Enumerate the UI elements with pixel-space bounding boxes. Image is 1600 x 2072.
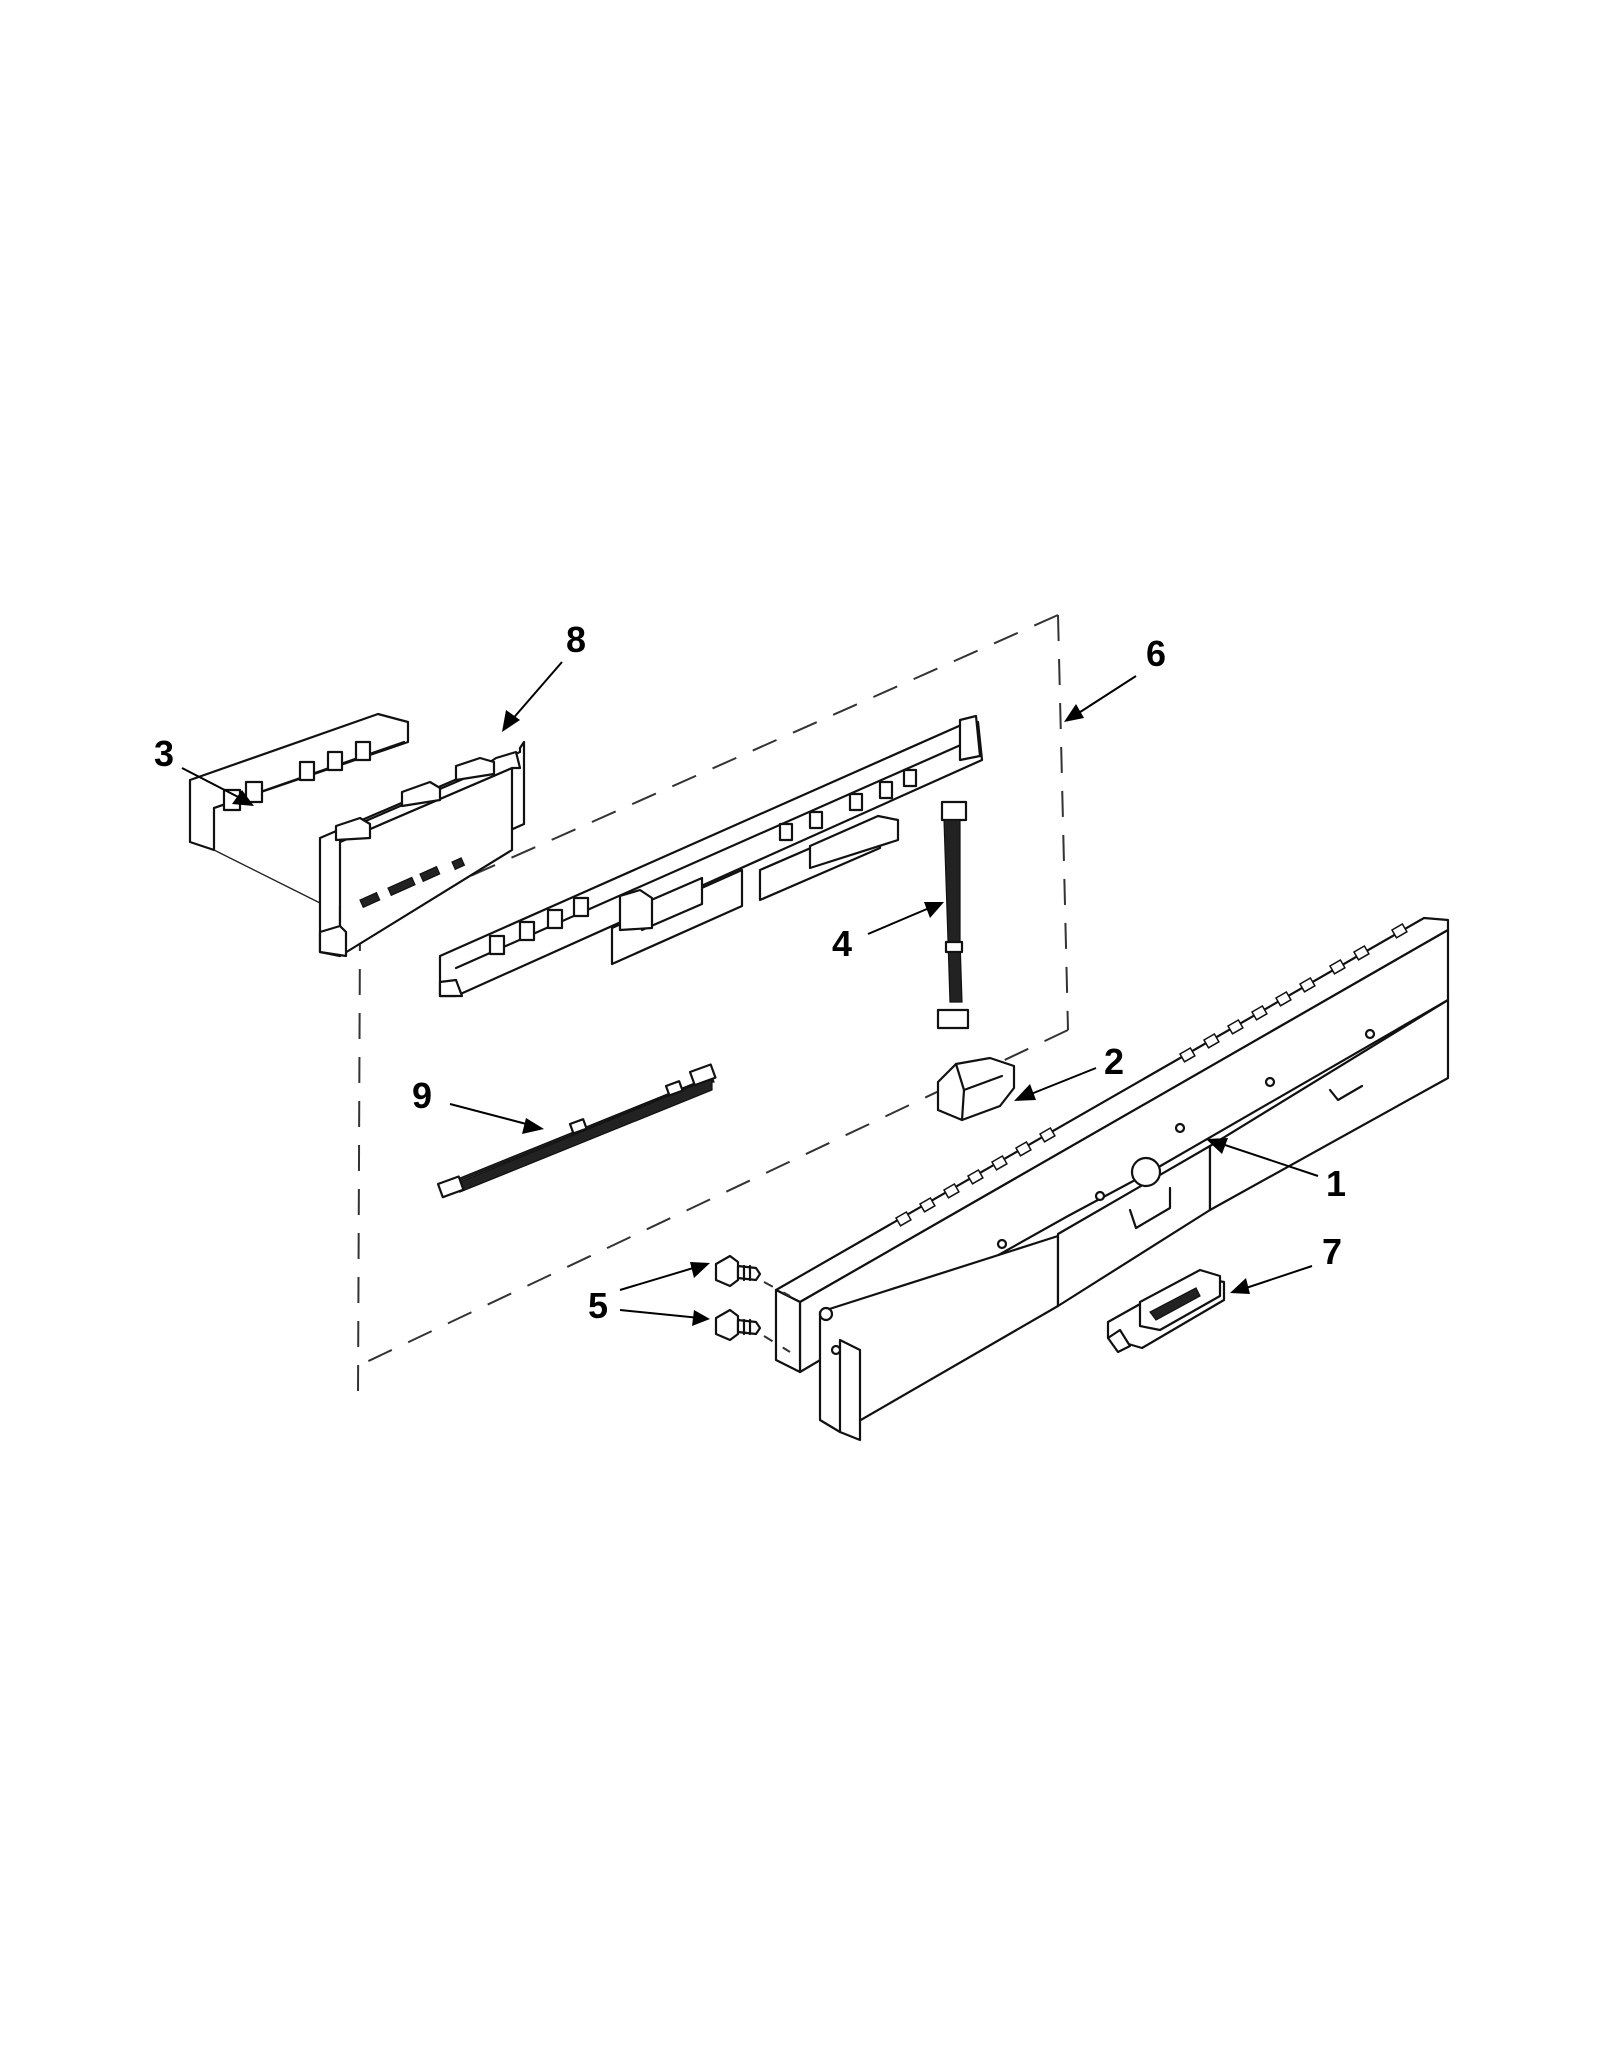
part-8-control-board (318, 740, 526, 958)
callout-5: 5 (588, 1285, 608, 1326)
part-3-bracket (188, 712, 410, 909)
part-6-rear-bracket (438, 714, 984, 998)
callout-3: 3 (154, 733, 174, 774)
callout-1: 1 (1326, 1163, 1346, 1204)
callout-2: 2 (1104, 1041, 1124, 1082)
part-9-ribbon-cable (436, 1063, 717, 1199)
part-1-control-panel (774, 916, 1450, 1442)
assembly-boundary-dashed (357, 614, 1069, 1396)
part-4-wire-harness (936, 800, 970, 1030)
panel-buttons (894, 922, 1408, 1227)
part-2-clip (936, 1056, 1016, 1122)
callout-4: 4 (832, 923, 852, 964)
callout-7: 7 (1322, 1231, 1342, 1272)
callout-9: 9 (412, 1075, 432, 1116)
callout-8: 8 (566, 619, 586, 660)
callout-6: 6 (1146, 633, 1166, 674)
callout-labels: 1 2 3 4 5 6 7 8 9 (154, 619, 1346, 1326)
part-7-switch (1106, 1268, 1226, 1354)
leader-lines (181, 661, 1319, 1326)
part-5-screws (714, 1254, 791, 1353)
